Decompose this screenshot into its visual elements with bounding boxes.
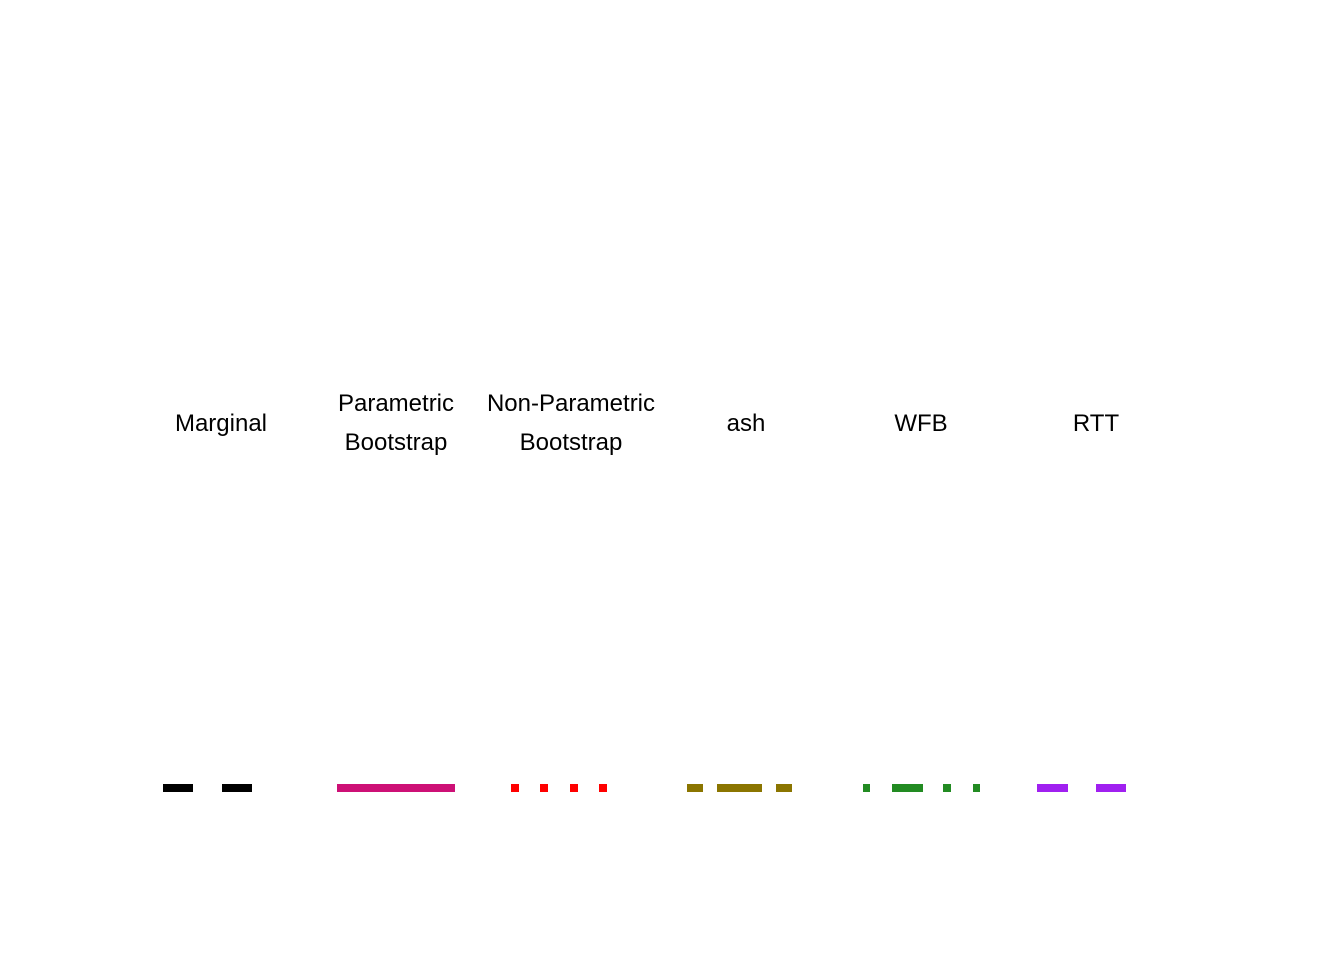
legend-line-segment-wfb xyxy=(863,784,870,792)
legend-line-segment-wfb xyxy=(943,784,951,792)
legend-label-rtt: RTT xyxy=(1072,409,1120,437)
legend-line-segment-rtt xyxy=(1096,784,1126,792)
legend-line-segment-non-parametric-bootstrap xyxy=(540,784,548,792)
legend-label-wfb: WFB xyxy=(894,409,948,437)
legend-line-segment-rtt xyxy=(1037,784,1068,792)
legend-line-segment-parametric-bootstrap xyxy=(337,784,455,792)
legend-line-segment-marginal xyxy=(163,784,193,792)
legend-line-segment-ash xyxy=(776,784,792,792)
legend-label-non-parametric-bootstrap: Non-Parametric Bootstrap xyxy=(486,390,656,456)
legend-line-segment-non-parametric-bootstrap xyxy=(599,784,607,792)
legend-line-segment-ash xyxy=(687,784,703,792)
legend-line-segment-ash xyxy=(717,784,762,792)
legend-line-segment-non-parametric-bootstrap xyxy=(511,784,519,792)
legend-line-segment-marginal xyxy=(222,784,252,792)
legend-label-marginal: Marginal xyxy=(174,409,268,437)
legend-label-parametric-bootstrap: Parametric Bootstrap xyxy=(337,390,455,456)
legend-line-segment-non-parametric-bootstrap xyxy=(570,784,578,792)
legend-label-ash: ash xyxy=(726,409,766,437)
legend-line-segment-wfb xyxy=(973,784,980,792)
legend-line-segment-wfb xyxy=(892,784,923,792)
